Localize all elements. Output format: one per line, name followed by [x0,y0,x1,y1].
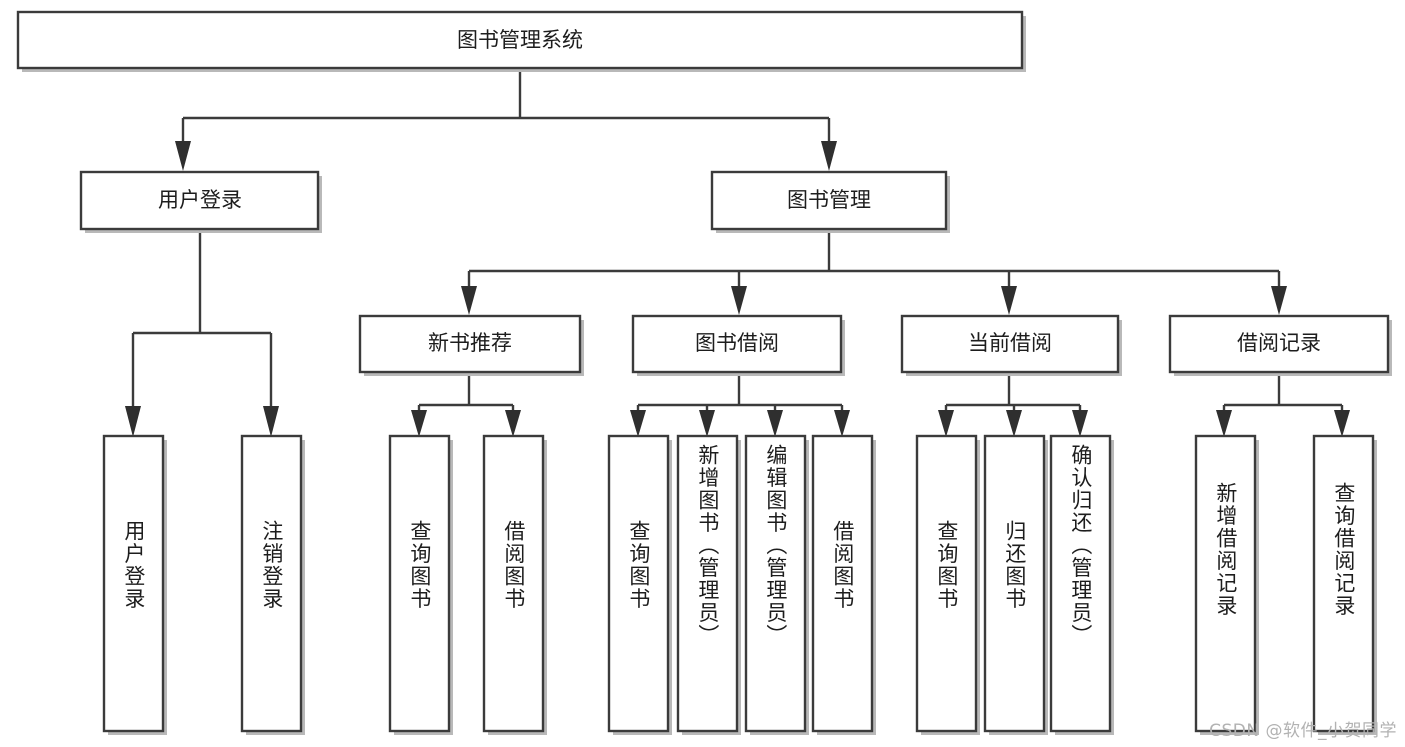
node-newbook-box[interactable] [358,314,582,374]
node-borrow-box[interactable] [631,314,843,374]
leaf-query-record-box[interactable] [1312,434,1375,733]
node-current[interactable]: 当前借阅 [900,314,1122,376]
node-login-box[interactable] [79,170,320,231]
leaf-boxes [102,434,1377,735]
arrow-leaf-query-book-1-icon [411,410,427,437]
node-login-label: 用户登录 [158,188,242,212]
node-current-box[interactable] [900,314,1120,374]
arrow-to-login-icon [175,141,191,171]
arrow-leaf-user-logout-icon [263,406,279,437]
node-bookmgmt[interactable]: 图书管理 [710,170,950,233]
node-root-label: 图书管理系统 [457,28,583,52]
node-borrow-label: 图书借阅 [695,331,779,355]
arrow-leaf-query-book-3-icon [938,410,954,437]
arrow-to-records-icon [1271,286,1287,315]
node-newbook-label: 新书推荐 [428,331,512,355]
arrow-to-newbook-icon [461,286,477,315]
arrow-to-bookmgmt-icon [821,141,837,171]
leaf-borrow-book-2-box[interactable] [811,434,874,733]
node-borrow[interactable]: 图书借阅 [631,314,845,376]
node-current-label: 当前借阅 [968,331,1052,355]
arrow-leaf-query-record-icon [1334,410,1350,437]
leaf-user-logout-box[interactable] [240,434,303,733]
arrow-leaf-add-book-icon [699,410,715,437]
arrow-leaf-add-record-icon [1216,410,1232,437]
arrow-leaf-return-book-icon [1006,410,1022,437]
leaf-return-book-box[interactable] [983,434,1046,733]
leaf-query-book-2-box[interactable] [607,434,670,733]
leaf-borrow-book-1-box[interactable] [482,434,545,733]
node-records-box[interactable] [1168,314,1390,374]
leaf-user-login-box[interactable] [102,434,165,733]
arrow-leaf-edit-book-icon [767,410,783,437]
node-bookmgmt-label: 图书管理 [787,188,871,212]
arrow-leaf-user-login-icon [125,406,141,437]
leaf-edit-book-box[interactable] [744,434,807,733]
leaf-add-record-box[interactable] [1194,434,1257,733]
leaf-confirm-return-box[interactable] [1049,434,1112,733]
leaf-query-book-3-box[interactable] [915,434,978,733]
arrow-leaf-borrow-book-2-icon [834,410,850,437]
node-records[interactable]: 借阅记录 [1168,314,1392,376]
arrow-leaf-confirm-return-icon [1072,410,1088,437]
leaf-add-book-box[interactable] [676,434,739,733]
leaf-query-book-1-box[interactable] [388,434,451,733]
connectors [125,69,1350,437]
arrow-to-borrow-icon [731,286,747,315]
arrow-leaf-query-book-2-icon [630,410,646,437]
node-newbook[interactable]: 新书推荐 [358,314,584,376]
node-login[interactable]: 用户登录 [79,170,322,233]
watermark: CSDN @软件_小贺同学 [1209,721,1397,741]
node-root[interactable]: 图书管理系统 [16,10,1026,72]
node-root-box[interactable] [16,10,1024,70]
node-bookmgmt-box[interactable] [710,170,948,231]
node-records-label: 借阅记录 [1237,331,1321,355]
arrow-leaf-borrow-book-1-icon [505,410,521,437]
arrow-to-current-icon [1001,286,1017,315]
